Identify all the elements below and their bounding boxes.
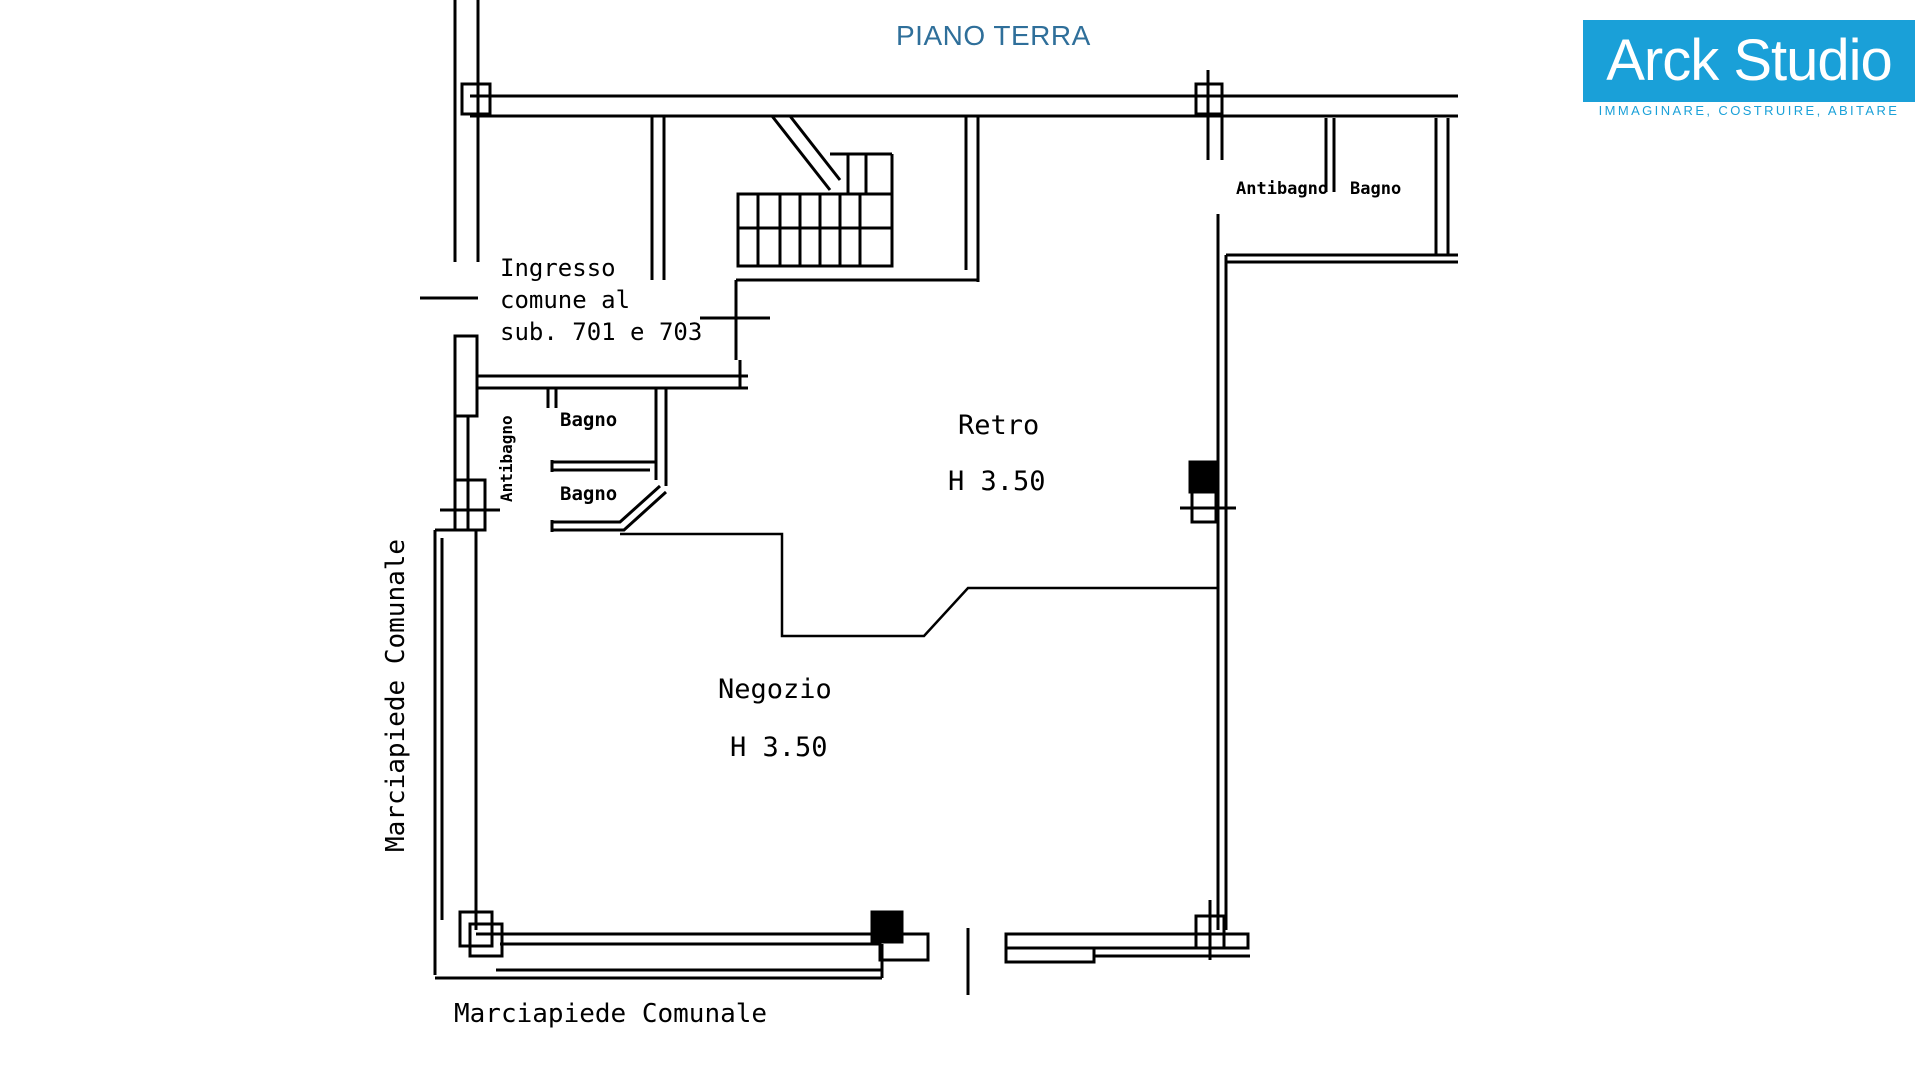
walls bbox=[420, 0, 1458, 995]
label-bagno-1: Bagno bbox=[560, 409, 617, 431]
room-labels: Ingresso comune al sub. 701 e 703 Retro … bbox=[381, 179, 1401, 1029]
company-logo: Arck Studio IMMAGINARE, COSTRUIRE, ABITA… bbox=[1583, 20, 1915, 124]
label-retro: Retro bbox=[958, 410, 1039, 441]
label-ingresso-line1: Ingresso bbox=[500, 254, 616, 282]
page-title: PIANO TERRA bbox=[896, 20, 1091, 51]
label-bagno-2: Bagno bbox=[560, 483, 617, 505]
label-bagno-top: Bagno bbox=[1350, 179, 1401, 199]
label-negozio-height: H 3.50 bbox=[730, 732, 828, 763]
label-retro-height: H 3.50 bbox=[948, 466, 1046, 497]
label-ingresso-line3: sub. 701 e 703 bbox=[500, 318, 702, 346]
logo-tagline: IMMAGINARE, COSTRUIRE, ABITARE bbox=[1598, 103, 1900, 118]
logo-name: Arck Studio bbox=[1606, 28, 1893, 93]
label-antibagno-left: Antibagno bbox=[497, 415, 516, 502]
label-negozio: Negozio bbox=[718, 674, 832, 705]
label-sidewalk-left: Marciapiede Comunale bbox=[381, 539, 411, 852]
label-antibagno-top: Antibagno bbox=[1236, 179, 1328, 199]
logo-background bbox=[1583, 20, 1915, 102]
label-ingresso-line2: comune al bbox=[500, 286, 630, 314]
label-sidewalk-bottom: Marciapiede Comunale bbox=[454, 999, 767, 1029]
